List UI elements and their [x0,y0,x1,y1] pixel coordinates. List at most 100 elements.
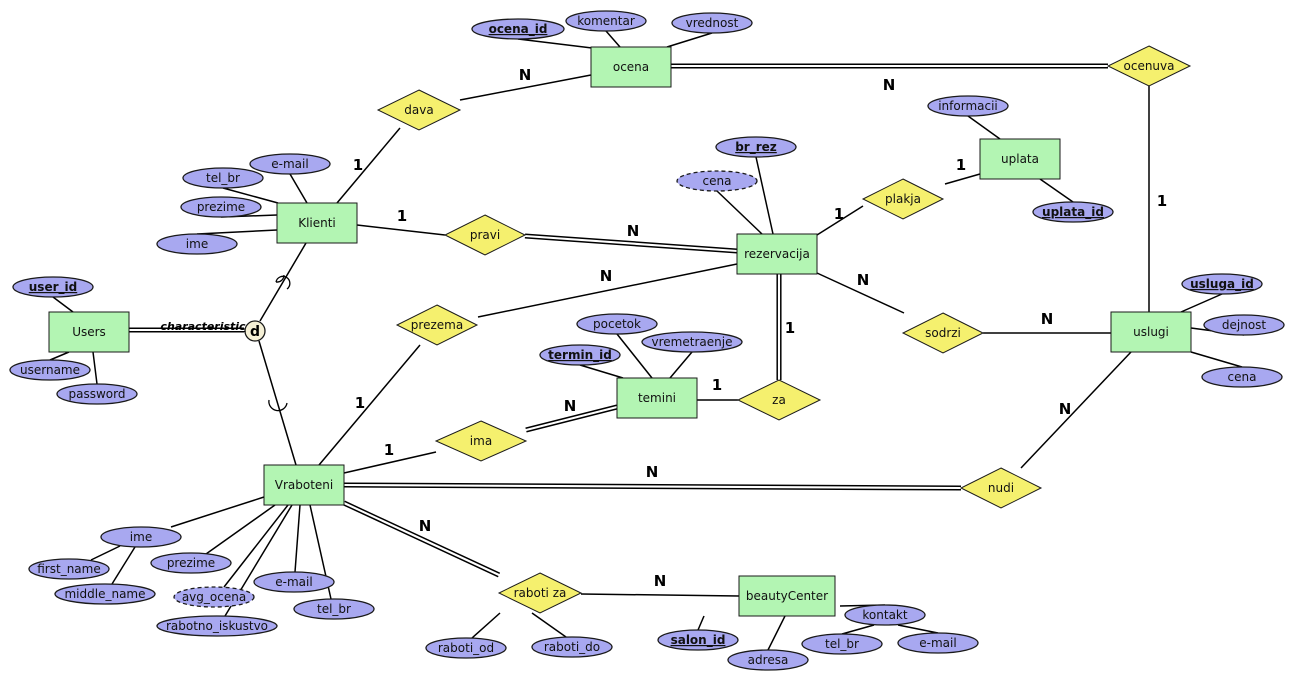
attribute-ellipse [293,598,375,620]
derived-attribute-ellipse [173,586,255,608]
attribute-label: cena [1228,370,1257,384]
entity-label: uslugi [1133,325,1169,339]
attribute-ellipse [1201,366,1283,388]
attribute-kl-email[interactable]: e-mail [249,153,331,175]
attribute-ellipse [28,558,110,580]
attribute-dejnost[interactable]: dejnost [1203,314,1285,336]
attribute-ellipse [641,331,743,353]
relationship-diamond [901,312,985,354]
entity-uplata[interactable]: uplata [979,138,1061,180]
attribute-label: vrednost [686,16,739,30]
attribute-edge-middle-name [111,546,136,585]
attribute-ocena-id[interactable]: ocena_id [471,18,565,40]
entity-label: ocena [613,60,649,74]
attribute-kl-prezime[interactable]: prezime [180,196,262,218]
attribute-salon-id[interactable]: salon_id [657,629,739,651]
relationship-pravi[interactable]: pravi [443,214,527,256]
attribute-label: prezime [197,200,245,214]
relationship-raboti-za[interactable]: raboti za [497,572,583,614]
attribute-middle-name[interactable]: middle_name [54,583,156,605]
subset-arc-klienti [275,274,291,290]
attribute-adresa[interactable]: adresa [727,649,809,671]
attribute-pocetok[interactable]: pocetok [576,313,658,335]
relationship-label: plakja [885,192,921,206]
relationship-edge-pravi-rezervacija [524,237,737,254]
relationship-edge-nudi-vraboteni [344,482,962,487]
entity-beautycenter[interactable]: beautyCenter [738,575,836,617]
attribute-kl-tel-br[interactable]: tel_br [182,167,264,189]
attribute-termin-id[interactable]: termin_id [539,344,621,366]
attribute-rabotno-iskustvo[interactable]: rabotno_iskustvo [156,615,278,637]
attribute-usluga-id[interactable]: usluga_id [1181,273,1263,295]
attribute-vr-ime[interactable]: ime [100,526,182,548]
disjoint-circle[interactable]: d [244,320,266,342]
entity-box [979,138,1061,180]
attribute-kl-ime[interactable]: ime [156,233,238,255]
entity-label: beautyCenter [746,589,828,603]
attribute-kontakt[interactable]: kontakt [844,604,926,626]
attribute-label: first_name [37,562,100,576]
relationship-ocenuva[interactable]: ocenuva [1106,45,1192,87]
entity-label: rezervacija [744,247,810,261]
entity-users[interactable]: Users [48,311,130,353]
entity-klienti[interactable]: Klienti [276,202,358,244]
attribute-vremetraenje[interactable]: vremetraenje [641,331,743,353]
attribute-vr-prezime[interactable]: prezime [150,552,232,574]
attribute-avg-ocena[interactable]: avg_ocena [173,586,255,608]
relationship-diamond [395,304,479,346]
relationship-dava[interactable]: dava [376,89,462,131]
attribute-vr-tel-br[interactable]: tel_br [293,598,375,620]
attribute-password[interactable]: password [56,383,138,405]
attribute-us-cena[interactable]: cena [1201,366,1283,388]
attribute-edge-raboti-od [471,612,501,639]
entity-box [616,377,698,419]
relationship-ima[interactable]: ima [434,420,528,462]
attribute-bc-tel-br[interactable]: tel_br [801,633,883,655]
relationship-edge-sodrzi-rezervacija [816,272,905,314]
attribute-edge-ocena-id [517,38,593,49]
entity-vraboteni[interactable]: Vraboteni [263,464,345,506]
attribute-label: informacii [938,99,998,113]
attribute-label: password [69,387,126,401]
attribute-vr-email[interactable]: e-mail [253,571,335,593]
attribute-edge-uplata-id [1039,178,1074,203]
cardinality-label: 1 [384,441,394,459]
attribute-label: salon_id [671,633,726,648]
entity-rezervacija[interactable]: rezervacija [736,233,818,275]
attribute-username[interactable]: username [9,359,91,381]
attribute-vrednost[interactable]: vrednost [671,12,753,34]
attribute-komentar[interactable]: komentar [565,10,647,32]
attribute-br-rez[interactable]: br_rez [715,136,797,158]
entity-box [263,464,345,506]
derived-attribute-ellipse [676,170,758,192]
attribute-label: dejnost [1222,318,1267,332]
attribute-informacii[interactable]: informacii [927,95,1009,117]
entity-temini[interactable]: temini [616,377,698,419]
relationship-plakja[interactable]: plakja [861,178,945,220]
attribute-edge-informacii [967,115,1001,140]
attribute-label: e-mail [919,636,956,650]
relationship-prezema[interactable]: prezema [395,304,479,346]
attribute-uplata-id[interactable]: uplata_id [1032,201,1114,223]
attribute-label: ime [130,530,152,544]
entity-ocena[interactable]: ocena [590,46,672,88]
relationship-za[interactable]: za [736,379,822,421]
attribute-raboti-od[interactable]: raboti_od [425,637,507,659]
entity-label: Vraboteni [275,478,333,492]
relationship-sodrzi[interactable]: sodrzi [901,312,985,354]
entity-uslugi[interactable]: uslugi [1110,311,1192,353]
relationship-edge-pravi-rezervacija [525,233,738,250]
entity-box [276,202,358,244]
attribute-bc-email[interactable]: e-mail [897,632,979,654]
attribute-first-name[interactable]: first_name [28,558,110,580]
attribute-edge-rez-cena [716,190,763,235]
relationship-label: prezema [411,318,463,332]
attribute-user-id[interactable]: user_id [12,276,94,298]
relationship-nudi[interactable]: nudi [959,467,1043,509]
attribute-raboti-do[interactable]: raboti_do [531,636,613,658]
relationship-edge-ima-temini [525,404,617,429]
attribute-rez-cena[interactable]: cena [676,170,758,192]
attribute-ellipse [249,153,331,175]
